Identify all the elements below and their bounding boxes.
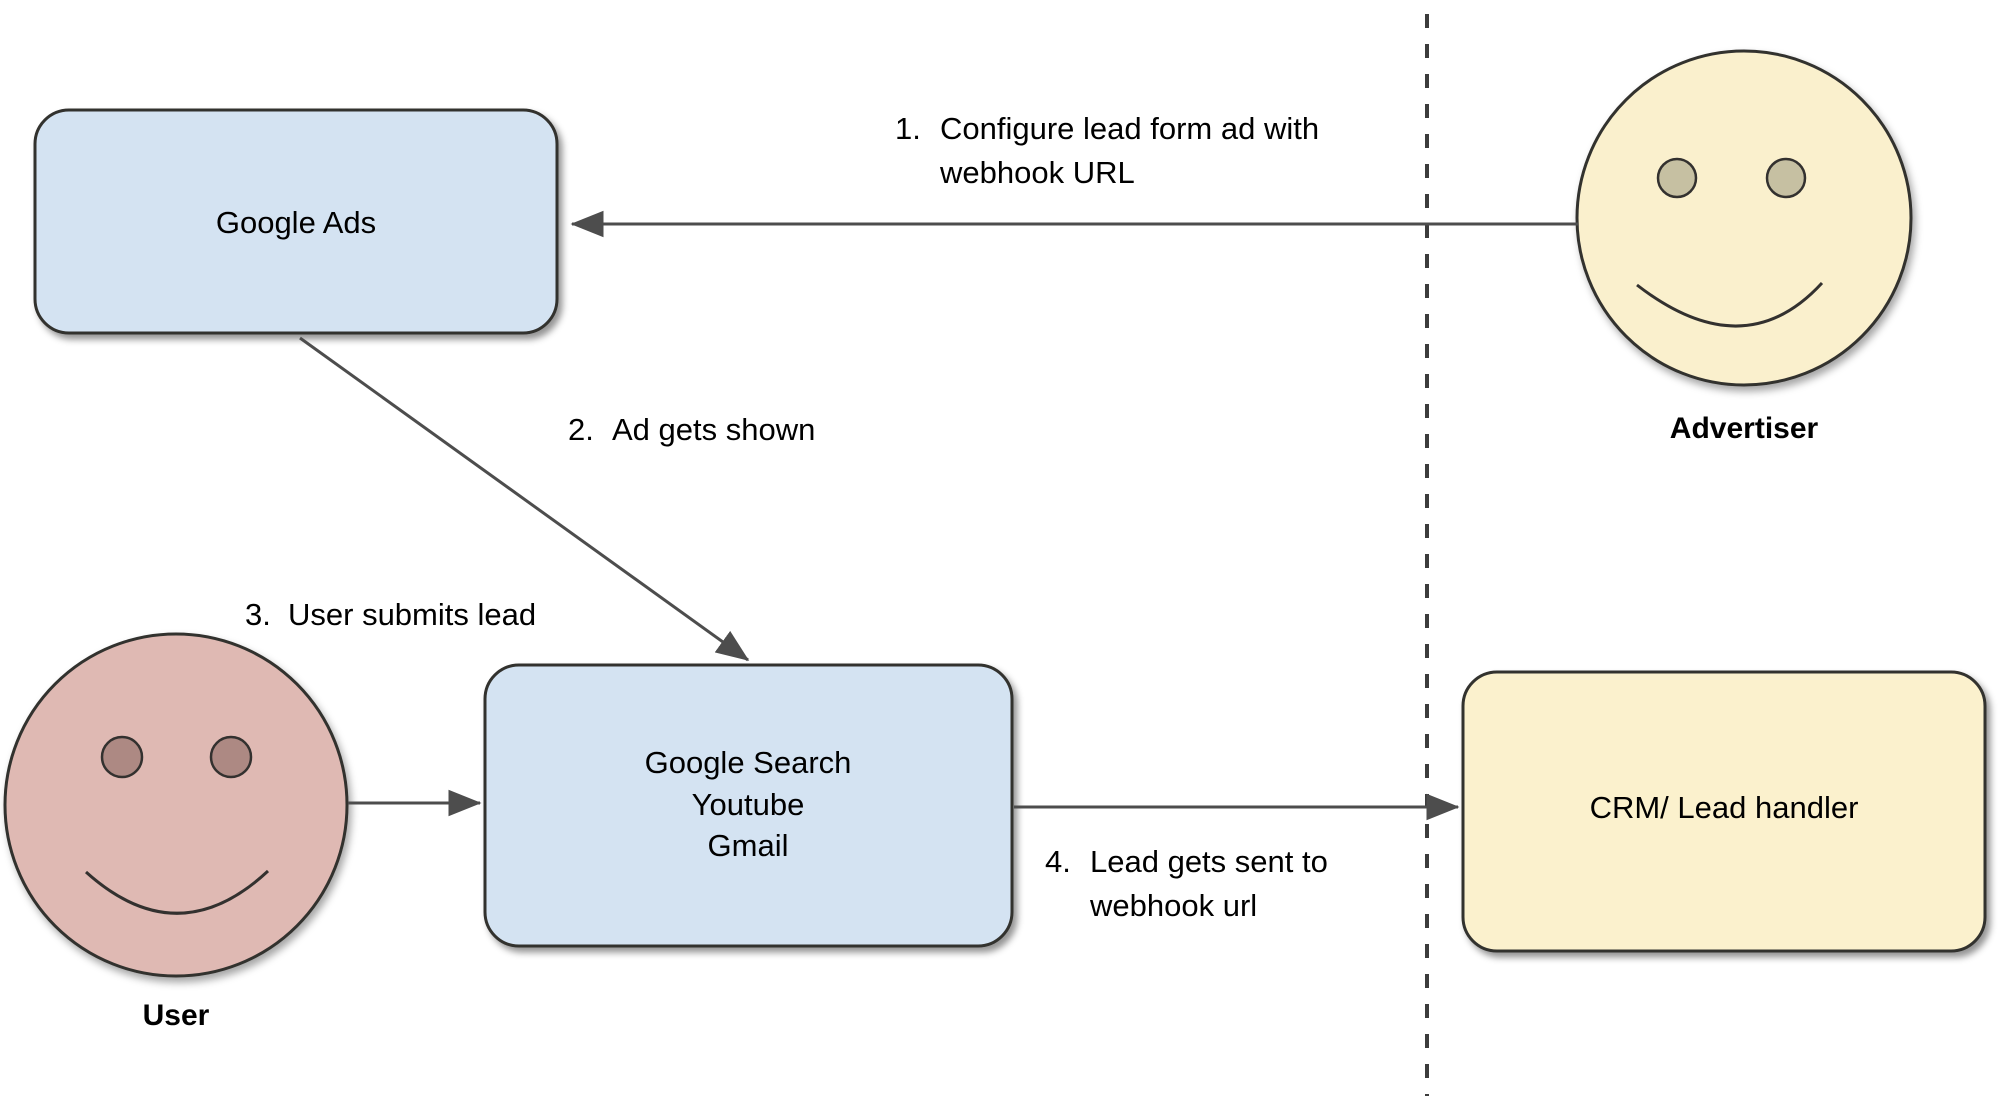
edge-1-text-line-1: Configure lead form ad with	[940, 111, 1319, 146]
advertiser-left-eye-icon	[1656, 157, 1698, 199]
user-face-circle	[3, 632, 349, 978]
actor-user[interactable]: User	[3, 632, 349, 1032]
edge-3-user-to-properties: 3. User submits lead	[245, 597, 536, 817]
edge-1-advertiser-to-google-ads: 1. Configure lead form ad with webhook U…	[570, 111, 1578, 238]
node-google-properties[interactable]: Google Search Youtube Gmail	[483, 663, 1014, 948]
user-left-eye-icon	[100, 735, 144, 779]
edge-4-text-line-2: webhook url	[1089, 888, 1257, 923]
advertiser-face-circle	[1575, 49, 1913, 387]
edge-2-text-line-1: Ad gets shown	[612, 412, 815, 447]
edge-4-properties-to-crm: 4. Lead gets sent to webhook url	[1014, 793, 1460, 923]
edge-1-number: 1.	[895, 111, 921, 146]
advertiser-smile-icon	[1636, 281, 1824, 328]
edge-3-text-line-1: User submits lead	[288, 597, 536, 632]
google-properties-box-shape	[483, 663, 1014, 948]
crm-label: CRM/ Lead handler	[1590, 790, 1859, 825]
google-ads-box-shape	[33, 108, 559, 335]
edge-1-text-line-2: webhook URL	[939, 155, 1135, 190]
google-ads-label: Google Ads	[216, 205, 376, 240]
user-caption: User	[143, 999, 210, 1032]
node-google-ads[interactable]: Google Ads	[33, 108, 559, 335]
edge-4-number: 4.	[1045, 844, 1071, 879]
google-properties-line-1: Google Search	[645, 745, 852, 780]
edge-2-number: 2.	[568, 412, 594, 447]
edge-3-number: 3.	[245, 597, 271, 632]
user-smile-icon	[84, 869, 270, 915]
edge-2-google-ads-to-properties: 2. Ad gets shown	[299, 336, 815, 662]
advertiser-caption: Advertiser	[1670, 412, 1819, 445]
google-properties-line-2: Youtube	[692, 787, 805, 822]
google-properties-line-3: Gmail	[708, 828, 789, 863]
edge-4-text-line-1: Lead gets sent to	[1090, 844, 1328, 879]
user-right-eye-icon	[209, 735, 253, 779]
node-crm-lead-handler[interactable]: CRM/ Lead handler	[1461, 670, 1987, 953]
actor-advertiser[interactable]: Advertiser	[1575, 49, 1913, 445]
edge-2-arrow	[299, 336, 750, 662]
advertiser-right-eye-icon	[1765, 157, 1807, 199]
crm-box-shape	[1461, 670, 1987, 953]
